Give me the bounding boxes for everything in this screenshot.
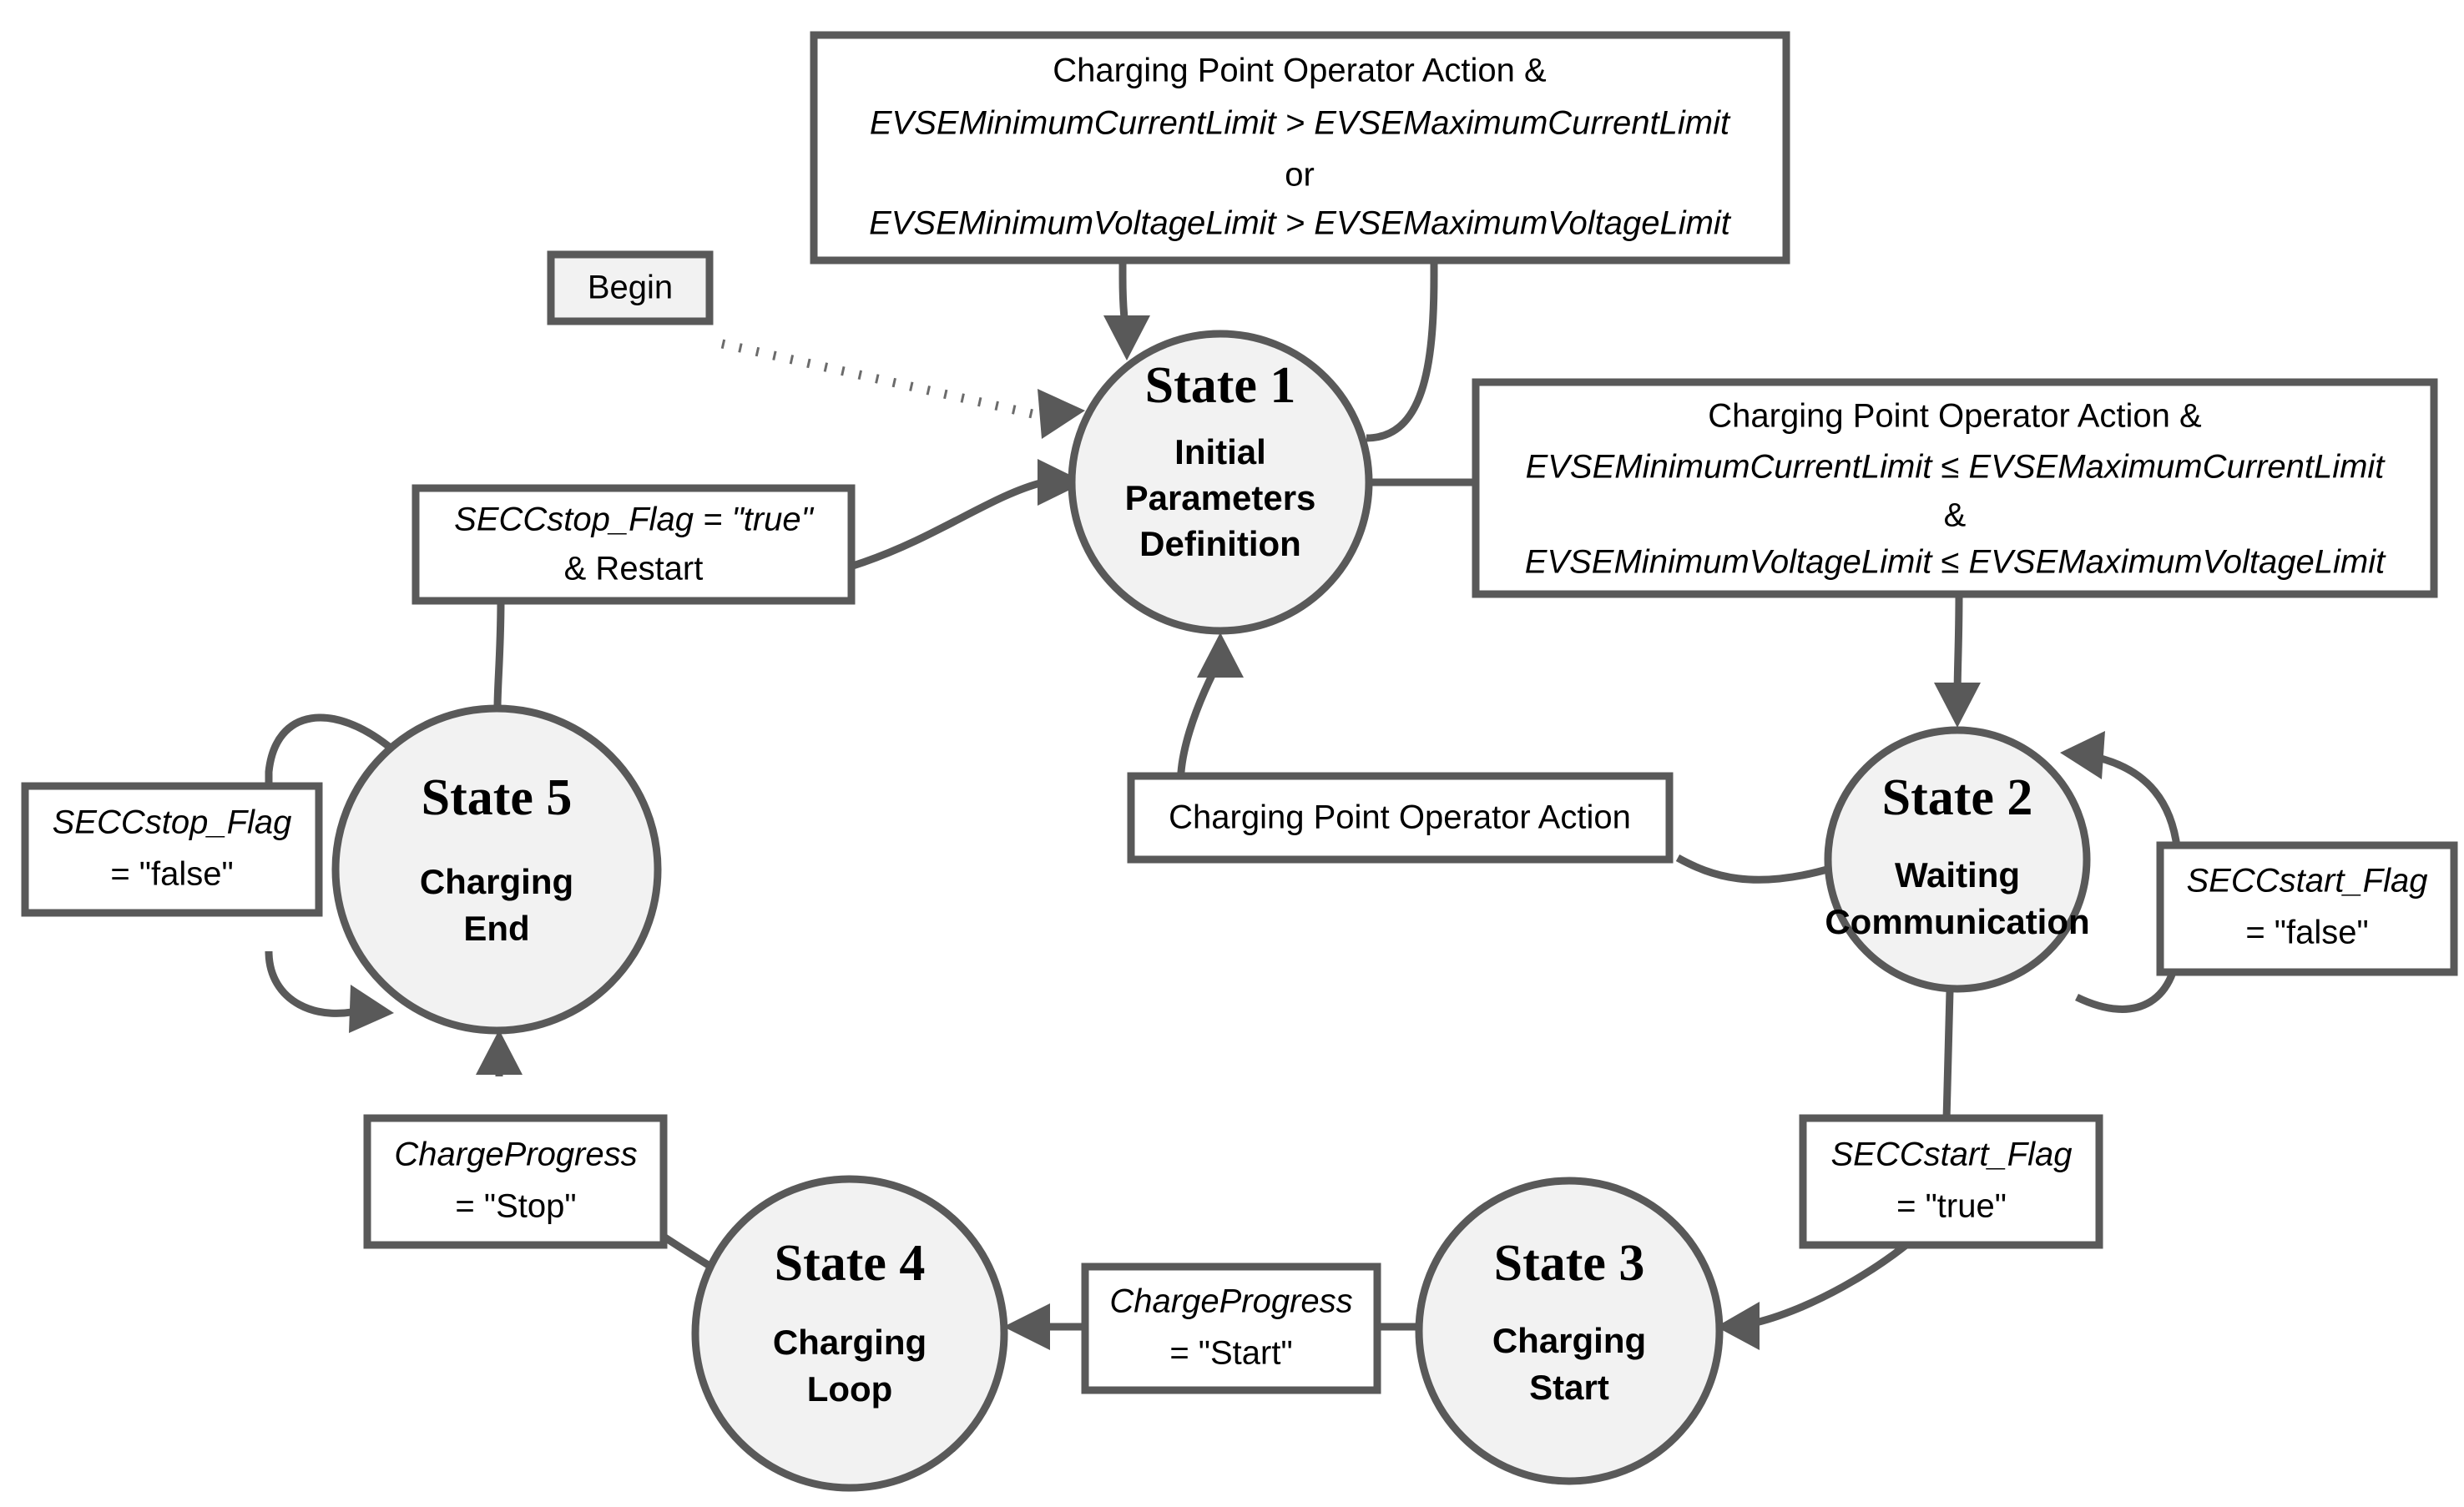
begin-label: Begin [588,270,673,306]
arrowhead-to-state3 [1716,1302,1760,1350]
state1-to-state2-line-2: & [1944,497,1967,534]
state2-to-state3-line-1: = "true" [1896,1188,2007,1225]
state-2-sub-1: Communication [1825,902,2089,941]
state-3-title: State 3 [1494,1235,1645,1292]
state-1-title: State 1 [1145,357,1296,414]
label-box-state5-self-loop: SECCstop_Flag = "false" [21,782,323,917]
state4-to-state5-line-0: ChargeProgress [394,1137,637,1173]
state2-to-state3-line-0: SECCstart_Flag [1831,1137,2073,1173]
label-box-state1-self-loop: Charging Point Operator Action & EVSEMin… [810,31,1790,265]
state5-to-state1-line-1: & Restart [564,551,704,587]
state1-self-loop-line-2: or [1285,157,1315,194]
state-1-sub-2: Definition [1139,524,1301,563]
edge-restart-box-to-state5 [493,598,505,708]
node-state-1[interactable]: State 1 Initial Parameters Definition [1068,330,1373,635]
label-box-state4-to-state5: ChargeProgress = "Stop" [363,1114,668,1249]
state5-self-loop-line-0: SECCstop_Flag [53,804,292,841]
arrowhead-state5-state1 [1038,459,1085,506]
label-box-state2-to-state3: SECCstart_Flag = "true" [1799,1114,2103,1249]
state-2-sub-0: Waiting [1895,855,2020,895]
state-2-title: State 2 [1882,769,2033,826]
arrowhead-to-state4 [1003,1303,1050,1350]
state1-to-state2-line-3: EVSEMinimumVoltageLimit ≤ EVSEMaximumVol… [1525,544,2386,581]
state3-to-state4-line-0: ChargeProgress [1109,1283,1352,1320]
node-state-3[interactable]: State 3 Charging Start [1415,1177,1724,1485]
state1-to-state2-line-0: Charging Point Operator Action & [1708,398,2202,435]
state-1-sub-0: Initial [1174,432,1266,471]
label-box-state5-to-state1: SECCstop_Flag = "true" & Restart [412,484,856,605]
edge-condition-box-to-state2 [1934,593,1981,728]
label-box-state2-self-loop: SECCstart_Flag = "false" [2156,841,2458,976]
state-5-title: State 5 [422,769,573,826]
arrowhead-begin [1038,389,1085,439]
label-box-state1-to-state2: Charging Point Operator Action & EVSEMin… [1472,378,2438,598]
state-3-sub-0: Charging [1492,1321,1646,1360]
label-box-state3-to-state4: ChargeProgress = "Start" [1081,1263,1381,1394]
state1-self-loop-line-0: Charging Point Operator Action & [1053,53,1547,89]
state-4-sub-1: Loop [807,1369,893,1409]
state-5-sub-1: End [463,909,529,948]
state2-self-loop-line-1: = "false" [2245,915,2368,951]
state1-self-loop-line-1: EVSEMinimumCurrentLimit > EVSEMaximumCur… [870,105,1731,142]
arrowhead-state2-self [2060,731,2105,779]
state3-to-state4-line-1: = "Start" [1169,1335,1292,1372]
node-state-2[interactable]: State 2 Waiting Communication [1824,726,2091,993]
state-1-sub-1: Parameters [1125,478,1316,517]
state-5-sub-0: Charging [420,862,573,901]
arrowhead-state5-self [349,985,394,1033]
edge-begin-to-state1 [720,339,1085,439]
node-state-4[interactable]: State 4 Charging Loop [691,1175,1008,1492]
edge-state3-to-state4 [1003,1303,1416,1350]
state-4-title: State 4 [775,1235,926,1292]
edge-state1-self-loop [1103,250,1438,442]
state2-to-state1-line-0: Charging Point Operator Action [1169,799,1631,836]
state5-self-loop-line-1: = "false" [110,856,233,893]
arrowhead-state1-self [1103,315,1150,360]
label-box-state2-to-state1: Charging Point Operator Action [1127,772,1674,864]
state-3-sub-1: Start [1529,1368,1609,1407]
arrowhead-to-state1-bottom [1197,633,1244,678]
arrowhead-to-state5 [476,1030,523,1075]
state1-to-state2-line-1: EVSEMinimumCurrentLimit ≤ EVSEMaximumCur… [1526,449,2386,486]
state5-to-state1-line-0: SECCstop_Flag = "true" [454,501,815,538]
arrowhead-to-state2 [1934,683,1981,728]
state-4-sub-0: Charging [773,1323,927,1362]
state2-self-loop-line-0: SECCstart_Flag [2187,863,2428,900]
node-state-5[interactable]: State 5 Charging End [331,704,662,1035]
state4-to-state5-line-1: = "Stop" [455,1188,576,1225]
state1-self-loop-line-3: EVSEMinimumVoltageLimit > EVSEMaximumVol… [869,205,1732,242]
start-node-begin[interactable]: Begin [547,250,714,325]
edge-state5-self-loop [265,713,395,1033]
